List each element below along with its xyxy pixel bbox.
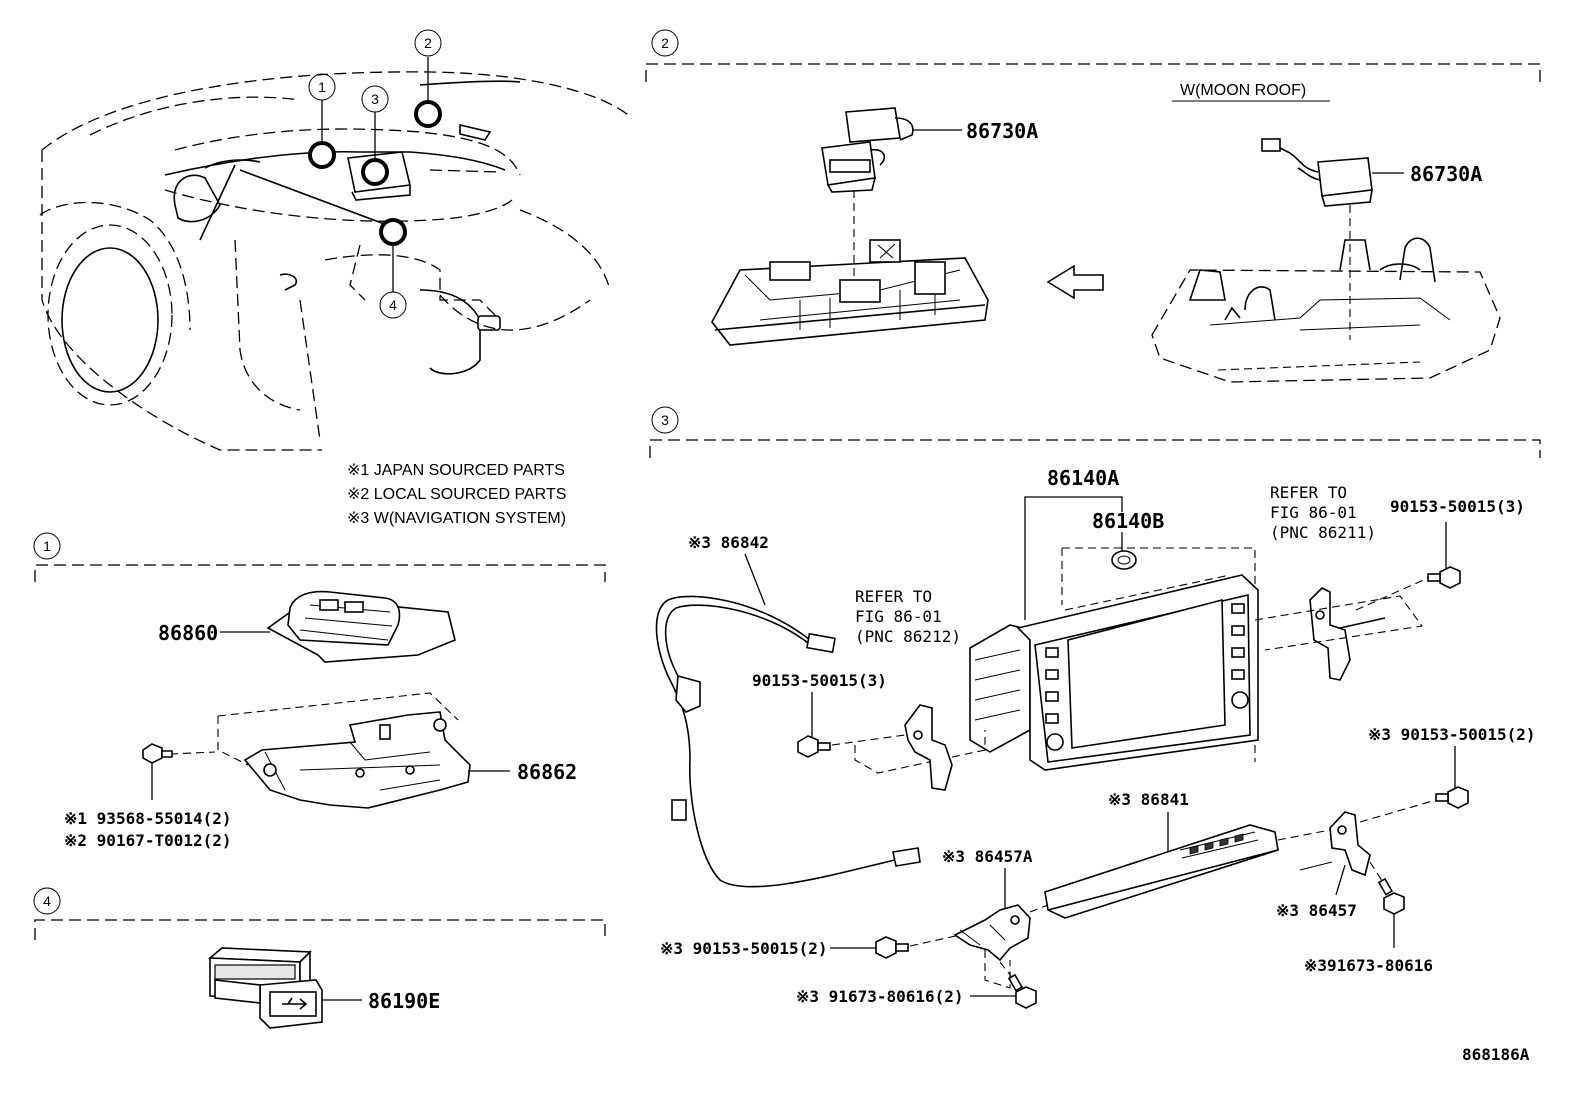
section-2-callout: 2 bbox=[661, 35, 669, 51]
moon-roof-label: W(MOON ROOF) bbox=[1180, 82, 1306, 99]
screw-bottom-left-label: ※3 90153-50015(2) bbox=[660, 939, 828, 958]
bracket-86457 bbox=[1329, 811, 1371, 877]
module-86730A-left bbox=[821, 107, 914, 193]
side-bracket-right bbox=[1309, 587, 1386, 681]
screw-bottom-left bbox=[875, 936, 909, 959]
screw-bottom-right bbox=[1377, 877, 1405, 915]
section-1-callout: 1 bbox=[43, 538, 51, 554]
screw-right-label: 90153-50015(3) bbox=[1390, 497, 1525, 516]
note-japan-sourced: ※1 JAPAN SOURCED PARTS bbox=[347, 462, 565, 479]
bolt-93568-label: ※1 93568-55014(2) bbox=[64, 809, 232, 828]
part-86842-label: ※3 86842 bbox=[688, 533, 769, 552]
figure-id: 868186A bbox=[1462, 1045, 1530, 1064]
bolt-90167-label: ※2 90167-T0012(2) bbox=[64, 831, 232, 850]
part-86140A-label: 86140A bbox=[1047, 466, 1119, 490]
overview-callout-3: 3 bbox=[371, 91, 379, 107]
screw-left bbox=[797, 735, 831, 758]
refer-right-line2: FIG 86-01 bbox=[1270, 503, 1357, 522]
screw-right bbox=[1427, 566, 1461, 589]
receiver-86841 bbox=[1044, 824, 1279, 919]
section-3-callout: 3 bbox=[661, 412, 669, 428]
map-lamp-assembly-left bbox=[711, 239, 989, 346]
section-4: 4 86190E bbox=[33, 887, 606, 1029]
location-marker-4 bbox=[379, 218, 407, 246]
refer-left-line3: (PNC 86212) bbox=[855, 627, 961, 646]
bracket-86457A bbox=[953, 904, 1031, 962]
overview-callout-4: 4 bbox=[389, 297, 397, 313]
overview-callout-1: 1 bbox=[318, 79, 326, 95]
part-86457-label: ※3 86457 bbox=[1276, 901, 1357, 920]
screw-bottom-middle-label: ※3 91673-80616(2) bbox=[796, 987, 964, 1006]
section-3: 3 86140A 86140B bbox=[649, 406, 1541, 1009]
location-marker-2 bbox=[414, 100, 442, 128]
note-navigation: ※3 W(NAVIGATION SYSTEM) bbox=[347, 510, 566, 527]
screw-right2 bbox=[1435, 786, 1469, 809]
part-86190E-label: 86190E bbox=[368, 989, 440, 1013]
part-86140B-label: 86140B bbox=[1092, 509, 1164, 533]
screw-left-label: 90153-50015(3) bbox=[752, 671, 887, 690]
refer-right-line1: REFER TO bbox=[1270, 483, 1347, 502]
side-bracket-left bbox=[904, 704, 953, 791]
vehicle-interior-overview: 1 2 3 4 bbox=[39, 29, 633, 451]
note-local-sourced: ※2 LOCAL SOURCED PARTS bbox=[347, 486, 566, 503]
map-lamp-assembly-right bbox=[1151, 237, 1501, 383]
direction-arrow bbox=[1046, 264, 1104, 300]
wire-harness-86842 bbox=[655, 595, 921, 888]
overview-callout-2: 2 bbox=[424, 35, 432, 51]
screw-right2-label: ※3 90153-50015(2) bbox=[1368, 725, 1536, 744]
module-86730A-right bbox=[1261, 138, 1373, 207]
part-86457A-label: ※3 86457A bbox=[942, 847, 1033, 866]
location-marker-3 bbox=[361, 158, 389, 186]
refer-left-line1: REFER TO bbox=[855, 587, 932, 606]
usb-port-86190E bbox=[207, 947, 323, 1029]
part-86730A-left-label: 86730A bbox=[966, 119, 1038, 143]
screw-bottom-middle bbox=[1007, 973, 1037, 1009]
refer-right-line3: (PNC 86211) bbox=[1270, 523, 1376, 542]
display-unit-86140A bbox=[969, 574, 1259, 771]
section-1: 1 86860 86862 ※1 93568-55014(2) ※2 90167… bbox=[33, 532, 606, 850]
part-86841-label: ※3 86841 bbox=[1108, 790, 1189, 809]
legend-notes: ※1 JAPAN SOURCED PARTS ※2 LOCAL SOURCED … bbox=[347, 462, 566, 527]
knob-86140B bbox=[1111, 550, 1137, 570]
part-86862-label: 86862 bbox=[517, 760, 577, 784]
part-86730A-right-label: 86730A bbox=[1410, 162, 1482, 186]
screw-bottom-right-label: ※391673-80616 bbox=[1304, 956, 1433, 975]
part-86860-label: 86860 bbox=[158, 621, 218, 645]
section-2: 2 86730A W(MOON ROOF) bbox=[645, 29, 1541, 383]
location-marker-1 bbox=[308, 141, 336, 169]
section-4-callout: 4 bbox=[43, 893, 51, 909]
refer-left-line2: FIG 86-01 bbox=[855, 607, 942, 626]
